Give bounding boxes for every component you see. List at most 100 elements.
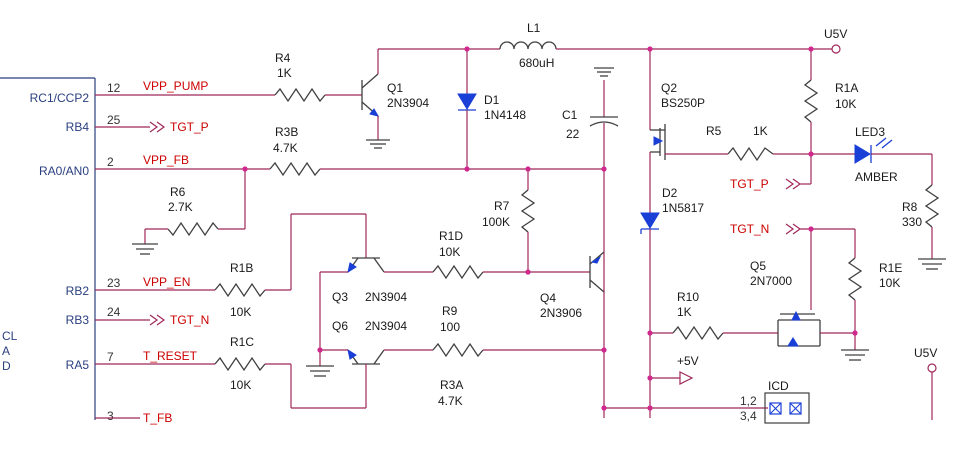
power-plus5v: +5V xyxy=(650,354,699,385)
r1c-ref: R1C xyxy=(230,335,254,349)
junction-dot xyxy=(464,166,470,172)
r5-value: 1K xyxy=(753,124,768,138)
junction-dot xyxy=(808,151,814,157)
net-label-tgt-p-right: TGT_P xyxy=(730,177,769,191)
junction-dot xyxy=(242,166,248,172)
ground-r8 xyxy=(918,258,946,270)
mcu-partial-label: A xyxy=(2,344,10,358)
resistor-r9: R9 100 xyxy=(432,304,604,358)
junction-dot xyxy=(464,46,470,52)
mcu-partial-label: D xyxy=(2,359,11,373)
led3-ref: LED3 xyxy=(855,125,885,139)
junction-dot xyxy=(647,405,653,411)
junction-dot xyxy=(317,347,323,353)
capacitor-c1: C1 22 xyxy=(562,67,619,418)
r1b-ref: R1B xyxy=(230,261,253,275)
resistor-r8: R8 330 xyxy=(902,184,940,259)
ground-r1e xyxy=(841,349,869,361)
r1e-ref: R1E xyxy=(879,261,902,275)
resistor-r1b: R1B 10K xyxy=(214,213,367,319)
mosfet-q5: Q5 2N7000 xyxy=(750,259,855,347)
net-label-u5v: U5V xyxy=(824,27,847,41)
mcu-pin-name: RA5 xyxy=(66,358,90,372)
r7-ref: R7 xyxy=(494,199,510,213)
mcu-pin-number: 23 xyxy=(107,276,121,290)
junction-dot xyxy=(525,269,531,275)
resistor-r3a: R3A 4.7K xyxy=(438,378,768,409)
r3b-value: 4.7K xyxy=(273,141,298,155)
offpage-tgt-n-left: TGT_N xyxy=(149,313,209,327)
resistor-r3b: R3B 4.7K xyxy=(269,125,604,177)
transistor-q4: Q4 2N3906 xyxy=(540,251,605,320)
l1-value: 680uH xyxy=(519,56,554,70)
net-label-vpp-fb: VPP_FB xyxy=(143,153,189,167)
mcu-pin-number: 3 xyxy=(107,409,114,423)
inductor-l1: L1 680uH xyxy=(499,21,832,70)
transistor-q3: Q3 2N3904 xyxy=(319,257,433,348)
junction-dot xyxy=(601,405,607,411)
r5-ref: R5 xyxy=(706,124,722,138)
icd-label: ICD xyxy=(768,379,789,393)
junction-dot xyxy=(647,330,653,336)
net-label-t-fb: T_FB xyxy=(143,411,172,425)
icd-pins-a: 1,2 xyxy=(740,394,757,408)
resistor-r6: R6 2.7K xyxy=(144,169,246,244)
diode-d2: D2 1N5817 xyxy=(640,186,704,418)
q2-ref: Q2 xyxy=(661,81,677,95)
mcu-pin-name: RA0/AN0 xyxy=(39,164,89,178)
resistor-r7: R7 100K xyxy=(482,169,536,271)
led3-value: AMBER xyxy=(855,170,898,184)
icd-pins-b: 3,4 xyxy=(740,409,757,423)
d1-value: 1N4148 xyxy=(484,108,526,122)
r4-value: 1K xyxy=(277,66,292,80)
transistor-q1: Q1 2N3904 xyxy=(361,48,500,140)
mcu-partial-label: CL xyxy=(2,329,18,343)
r9-ref: R9 xyxy=(442,304,458,318)
power-u5v-top: U5V xyxy=(824,27,847,54)
q1-ref: Q1 xyxy=(387,81,403,95)
net-label-vpp-en: VPP_EN xyxy=(143,275,190,289)
junction-dot xyxy=(647,375,653,381)
led-led3: LED3 AMBER xyxy=(854,125,933,185)
junction-dot xyxy=(808,226,814,232)
r1d-ref: R1D xyxy=(439,229,463,243)
r1a-value: 10K xyxy=(835,97,856,111)
r10-value: 1K xyxy=(677,305,692,319)
power-u5v-right: U5V xyxy=(914,346,937,420)
q5-value: 2N7000 xyxy=(750,274,792,288)
junction-dots xyxy=(242,46,858,411)
mcu-pin-name: RC1/CCP2 xyxy=(30,91,90,105)
l1-ref: L1 xyxy=(527,21,541,35)
r1b-value: 10K xyxy=(230,305,251,319)
q6-value: 2N3904 xyxy=(365,319,407,333)
mcu-pin-number: 24 xyxy=(107,305,121,319)
q6-ref: Q6 xyxy=(332,319,348,333)
net-label-tgt-n-right: TGT_N xyxy=(730,222,769,236)
d2-ref: D2 xyxy=(662,186,678,200)
r4-ref: R4 xyxy=(275,51,291,65)
junction-dot xyxy=(601,347,607,353)
resistor-r4: R4 1K xyxy=(274,51,362,103)
net-label-plus5v: +5V xyxy=(677,354,699,368)
resistor-r1e: R1E 10K xyxy=(847,229,902,350)
offpage-tgt-n-right: TGT_N xyxy=(730,222,855,310)
r7-value: 100K xyxy=(482,215,510,229)
r8-ref: R8 xyxy=(902,200,918,214)
junction-dot xyxy=(525,166,531,172)
r3b-ref: R3B xyxy=(275,125,298,139)
transistor-q6: Q6 2N3904 xyxy=(290,319,433,409)
ground-r6 xyxy=(132,243,158,255)
mosfet-q2: Q2 BS250P xyxy=(649,49,728,213)
c1-ref: C1 xyxy=(562,108,578,122)
d2-value: 1N5817 xyxy=(662,201,704,215)
mcu-pin-name: RB4 xyxy=(66,120,90,134)
r3a-value: 4.7K xyxy=(438,394,463,408)
q2-value: BS250P xyxy=(661,96,705,110)
r8-value: 330 xyxy=(902,215,922,229)
r3a-ref: R3A xyxy=(440,378,463,392)
offpage-tgt-p-right: TGT_P xyxy=(730,177,811,191)
mcu-pin-number: 7 xyxy=(107,350,114,364)
r10-ref: R10 xyxy=(677,290,699,304)
mcu-pin-number: 12 xyxy=(107,81,121,95)
net-label-vpp-pump: VPP_PUMP xyxy=(143,79,208,93)
